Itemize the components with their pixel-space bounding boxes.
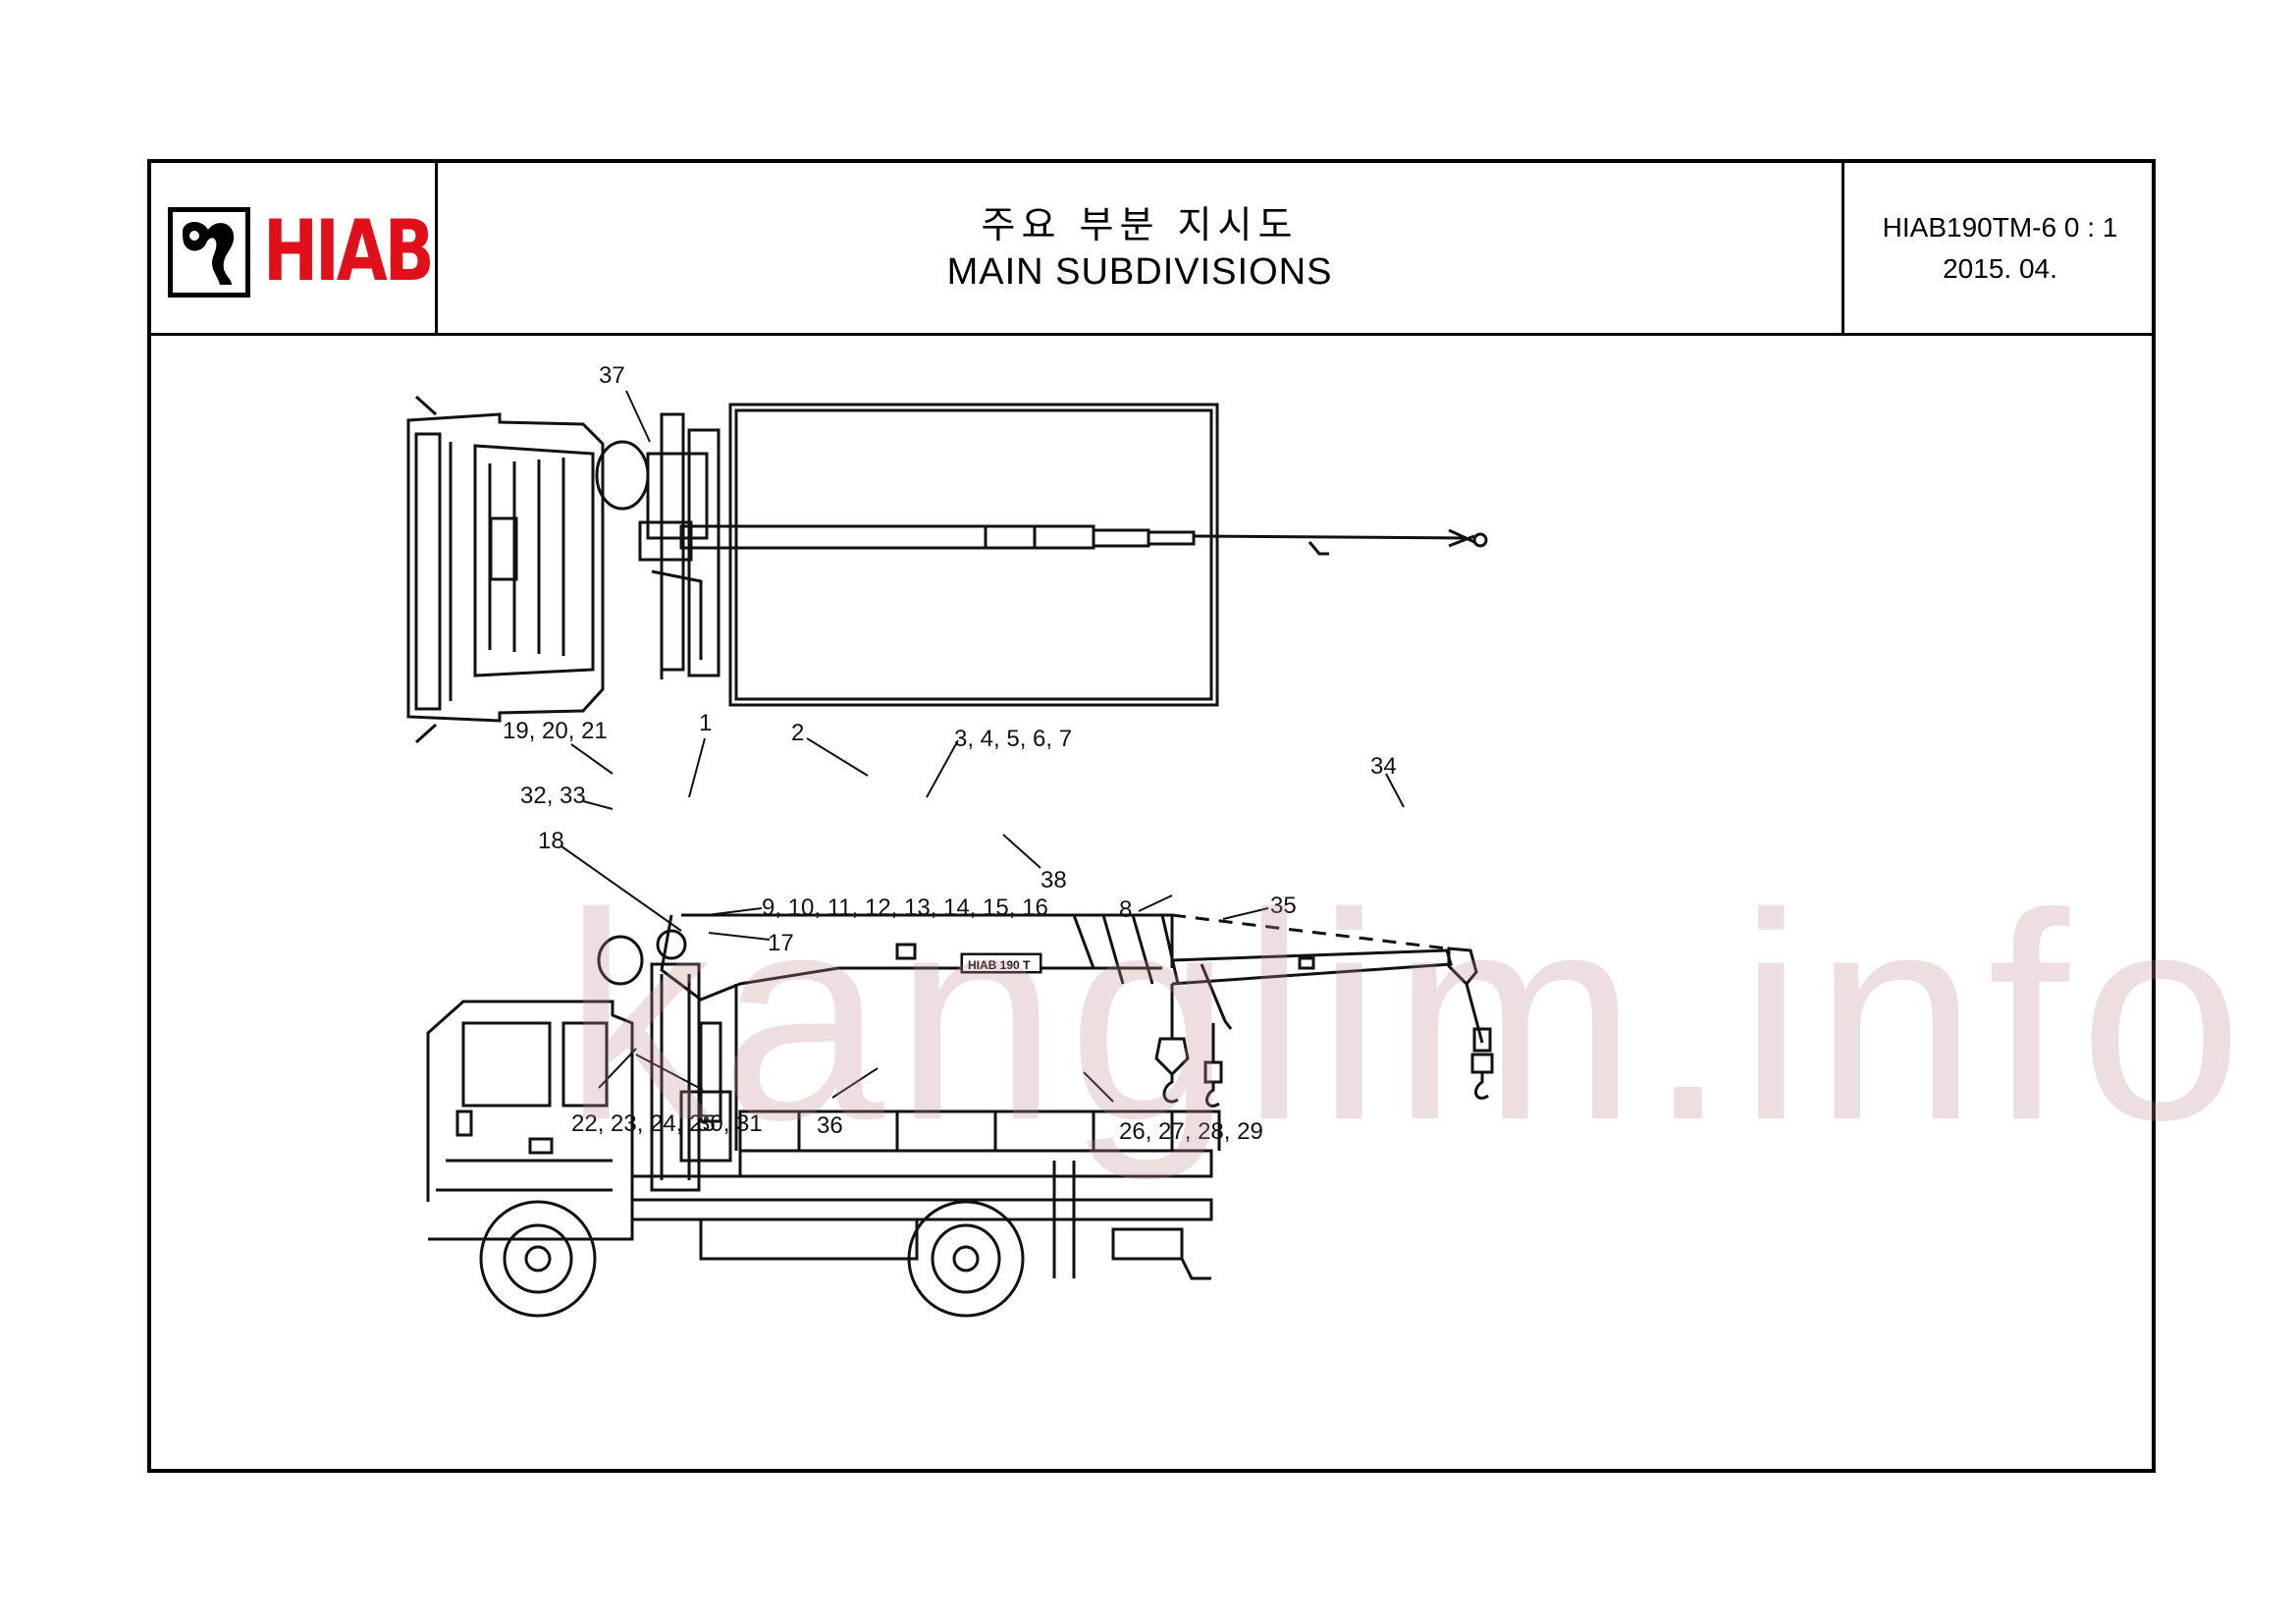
watermark-text: kanglim.info xyxy=(563,851,2253,1181)
callout-37: 37 xyxy=(599,362,625,389)
callout-34: 34 xyxy=(1370,753,1397,780)
title-english: MAIN SUBDIVISIONS xyxy=(946,251,1333,293)
cargo-bed-top-view xyxy=(728,403,1219,707)
rear-wheel xyxy=(907,1200,1025,1318)
callout-9-16: 9, 10, 11, 12, 13, 14, 15, 16 xyxy=(762,894,1048,921)
auxiliary-hook-icon xyxy=(1203,1023,1223,1108)
hiab-logo-text: HIAB xyxy=(263,202,435,300)
revision-date: 2015. 04. xyxy=(1943,253,2057,284)
model-cell: HIAB190TM-6 0 : 1 2015. 04. xyxy=(1842,163,2156,333)
callout-26-29: 26, 27, 28, 29 xyxy=(1119,1118,1263,1145)
main-hook-icon xyxy=(1154,984,1190,1104)
boom-plate-text: HIAB 190 T xyxy=(968,958,1031,972)
title-korean: 주요 부분 지시도 xyxy=(981,203,1299,246)
callout-17: 17 xyxy=(768,930,794,956)
boom-plate xyxy=(961,953,1041,973)
crane-drawing-svg: HIAB 190 T xyxy=(406,362,1494,1318)
truck-cab-side-view xyxy=(426,1000,634,1241)
callout-1: 1 xyxy=(699,710,712,736)
logo-cell: HIAB xyxy=(151,163,438,333)
callout-18: 18 xyxy=(538,828,564,854)
crane-base-top-view xyxy=(595,412,721,679)
front-wheel xyxy=(479,1200,597,1318)
crane-diagram: kanglim.info xyxy=(151,336,2243,1469)
model-number: HIAB190TM-6 0 : 1 xyxy=(1882,212,2118,243)
callout-38: 38 xyxy=(1041,867,1067,893)
callout-36: 36 xyxy=(817,1112,843,1139)
callout-30-31: 30, 31 xyxy=(697,1110,763,1137)
callout-8: 8 xyxy=(1119,896,1132,923)
title-cell: 주요 부분 지시도 MAIN SUBDIVISIONS xyxy=(438,163,1842,333)
jib-hook-icon xyxy=(1473,1072,1489,1100)
leader-lines xyxy=(561,390,1405,1103)
boom-top-view xyxy=(679,524,1488,556)
truck-cab-top-view xyxy=(406,395,605,744)
callout-3-7: 3, 4, 5, 6, 7 xyxy=(954,726,1072,752)
callout-19-21: 19, 20, 21 xyxy=(503,718,608,744)
callout-32-33: 32, 33 xyxy=(520,783,586,809)
drawing-sheet: HIAB 주요 부분 지시도 MAIN SUBDIVISIONS HIAB190… xyxy=(147,159,2243,1473)
boom-side-view xyxy=(660,913,1494,1074)
truck-chassis-side-view xyxy=(632,1110,1221,1280)
callout-22-25: 22, 23, 24, 25 xyxy=(571,1110,716,1137)
title-block: HIAB 주요 부분 지시도 MAIN SUBDIVISIONS HIAB190… xyxy=(151,163,2152,336)
hiab-logo-icon xyxy=(168,207,250,298)
callout-35: 35 xyxy=(1270,893,1297,919)
callout-2: 2 xyxy=(791,720,804,746)
crane-column-side-view xyxy=(597,929,738,1192)
